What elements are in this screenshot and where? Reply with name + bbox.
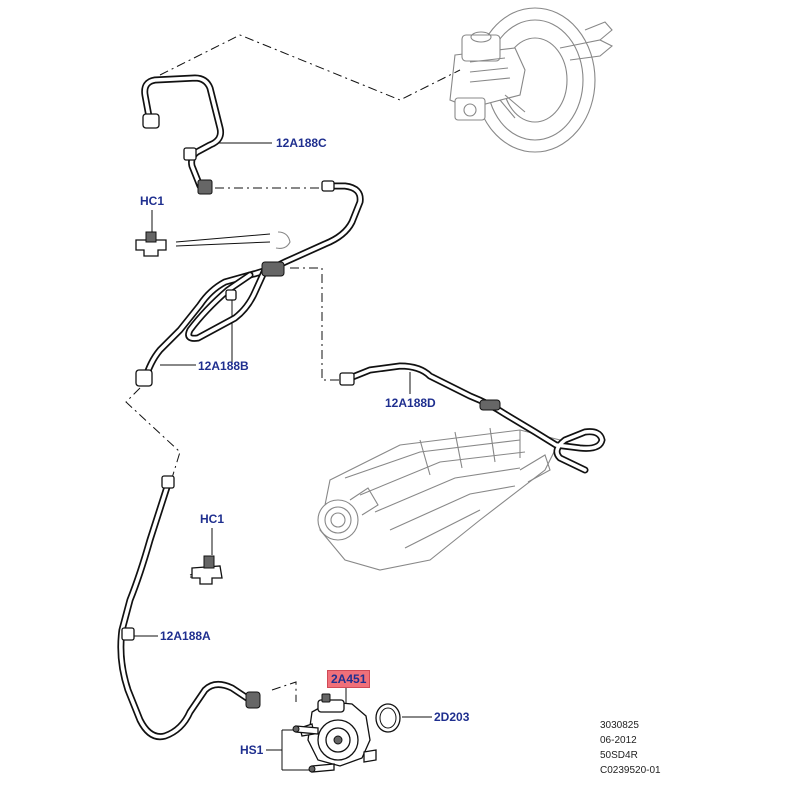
label-bolts: HS1 <box>240 743 264 757</box>
label-hose-12a188a: 12A188A <box>160 629 211 643</box>
pump-gasket <box>375 703 401 733</box>
hose-12a188c <box>141 74 224 195</box>
hose-12a188a <box>117 475 261 741</box>
label-hose-12a188d: 12A188D <box>385 396 436 410</box>
reference-codes: 3030825 06-2012 50SD4R C0239520-01 <box>600 718 661 778</box>
pump-bolts <box>292 725 335 773</box>
hose-12a188d <box>339 362 606 474</box>
brake-booster-illustration <box>449 7 613 153</box>
label-clip-lower: HC1 <box>200 512 225 526</box>
label-hose-12a188b: 12A188B <box>198 359 249 373</box>
label-gasket: 2D203 <box>434 710 470 724</box>
hose-12a188b <box>135 180 364 387</box>
hose-clip-lower <box>191 555 223 585</box>
hose-clip-upper <box>135 231 291 257</box>
ref-code-line-1: 3030825 <box>600 720 639 731</box>
ref-code-line-4: C0239520-01 <box>600 765 661 776</box>
label-clip-upper: HC1 <box>140 194 165 208</box>
label-hose-12a188c: 12A188C <box>276 136 327 150</box>
ref-code-line-2: 06-2012 <box>600 735 637 746</box>
intake-manifold-illustration <box>317 427 561 571</box>
ref-code-line-3: 50SD4R <box>600 750 638 761</box>
label-vacuum-pump: 2A451 <box>327 670 371 688</box>
